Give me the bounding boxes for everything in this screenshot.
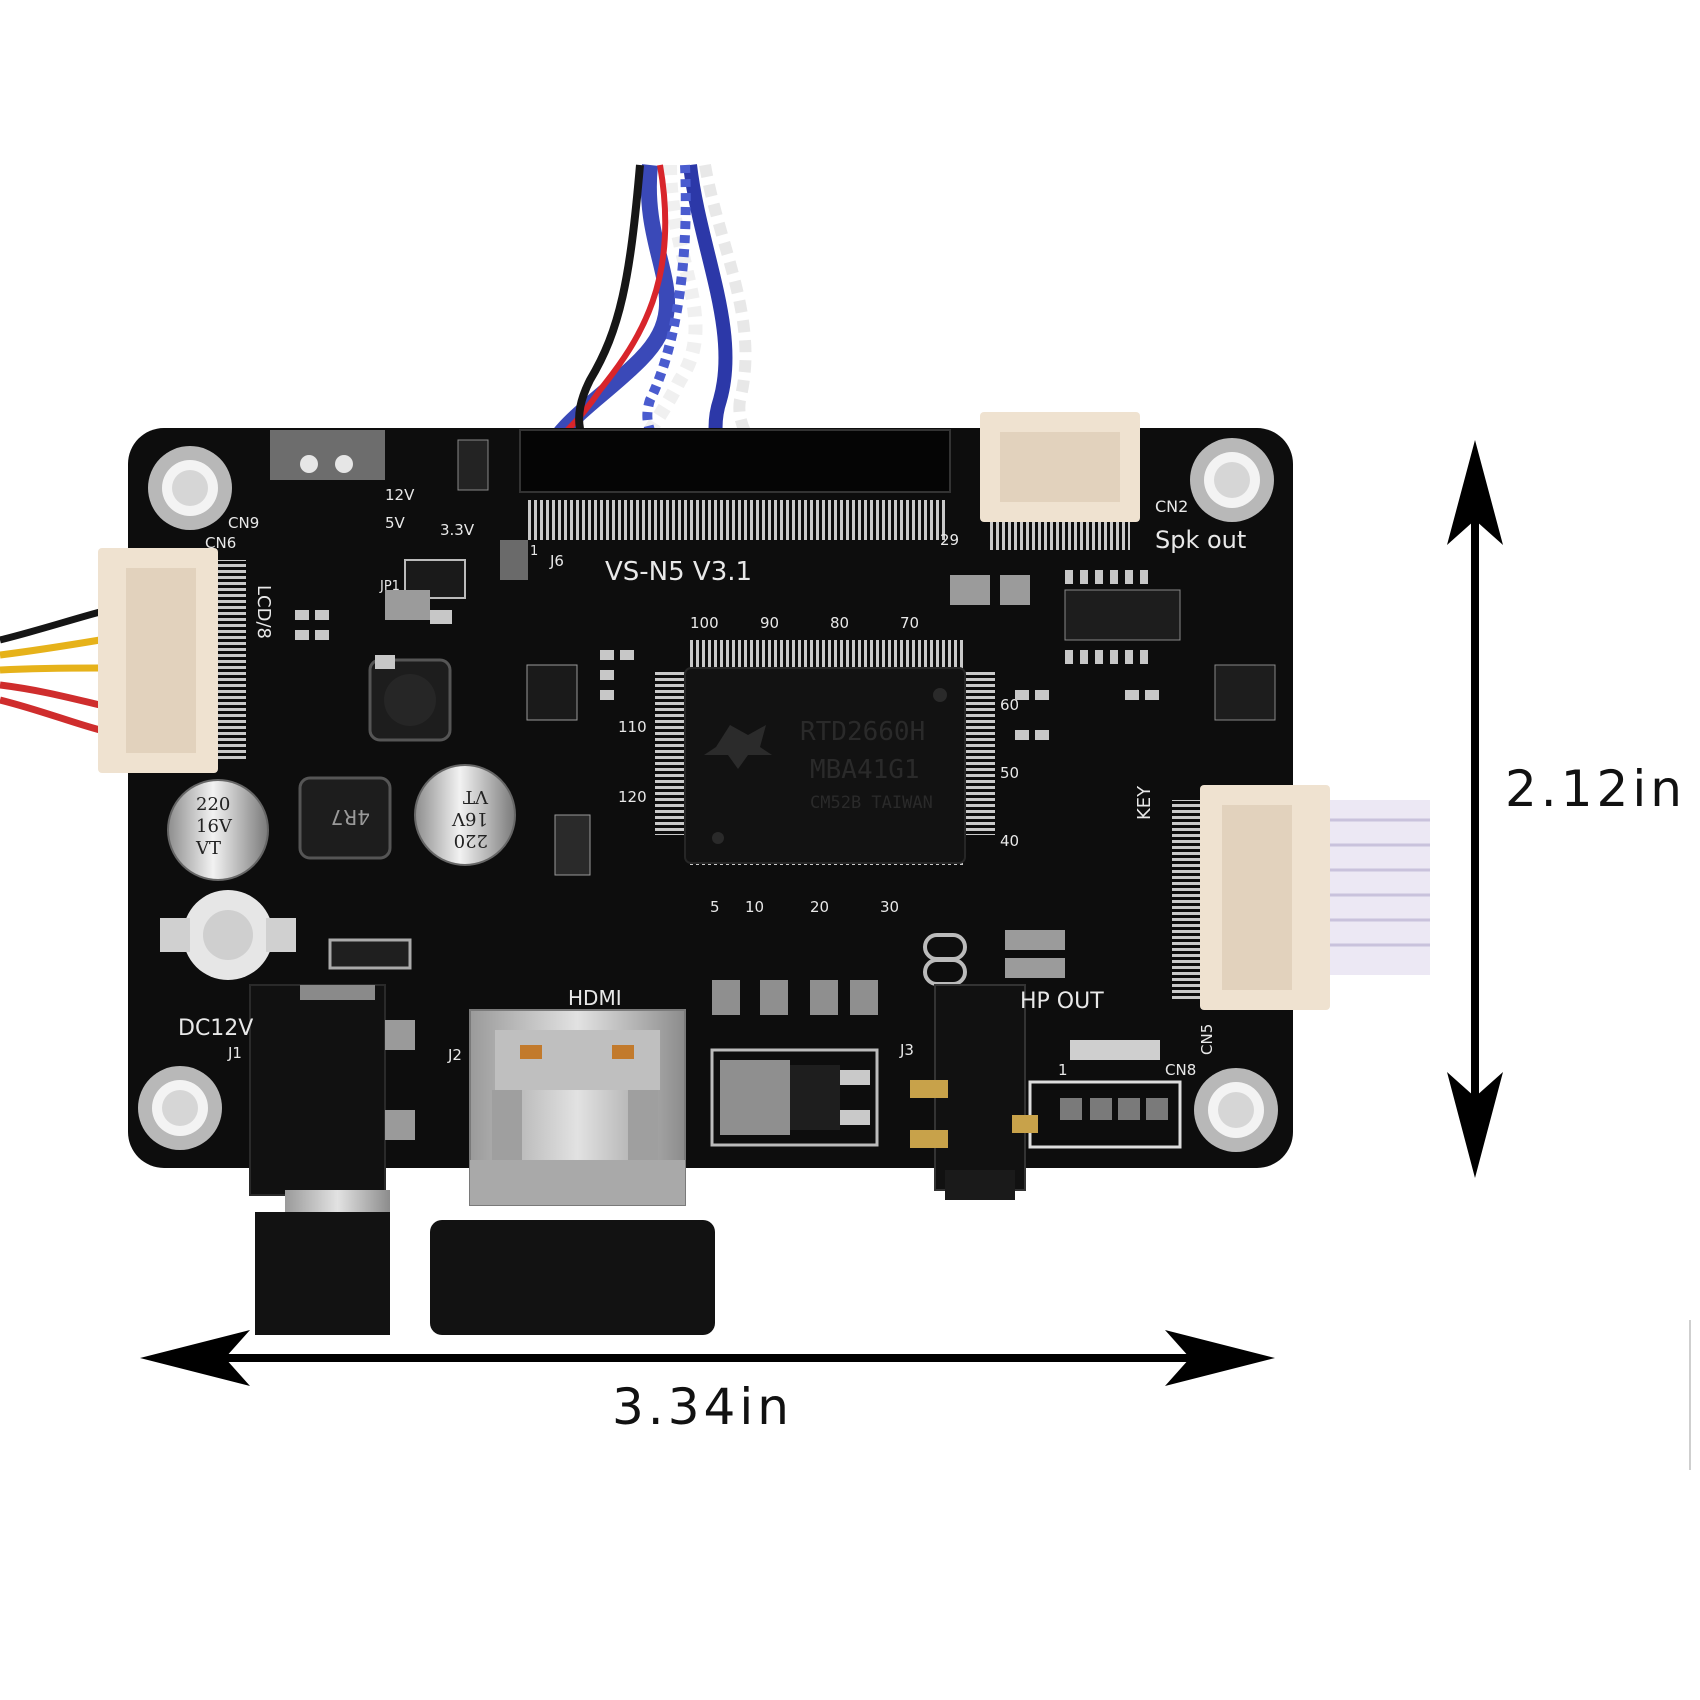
silk-cn9: CN9 — [228, 514, 259, 532]
height-dimension-arrow — [1447, 440, 1503, 1178]
cap-right-l1: 220 — [454, 830, 488, 851]
pin-number: 50 — [1000, 764, 1019, 782]
cap-right-l2: 16V — [451, 808, 488, 829]
silk-jp1: JP1 — [379, 579, 400, 594]
chip-logo-icon — [704, 725, 772, 769]
capacitor-icon: 220 16V VT 220 16V VT — [167, 764, 516, 881]
silk-cn2: CN2 — [1155, 497, 1188, 516]
silk-cn6: CN6 — [205, 534, 236, 552]
chip-line-1: RTD2660H — [800, 717, 925, 747]
silk-one: 1 — [1058, 1061, 1068, 1079]
silk-hp-out: HP OUT — [1020, 989, 1104, 1014]
pin-number: 110 — [618, 718, 647, 736]
trimmer-icon — [160, 890, 296, 980]
silk-j2: J2 — [447, 1046, 462, 1064]
silk-j1: J1 — [227, 1044, 242, 1062]
width-dimension-arrow — [140, 1330, 1275, 1386]
pin-number: 100 — [690, 614, 719, 632]
smd-components — [270, 430, 1276, 1060]
silk-j3: J3 — [899, 1041, 914, 1059]
silk-hdmi: HDMI — [568, 986, 622, 1010]
pin-number: 60 — [1000, 696, 1019, 714]
pin-number: 70 — [900, 614, 919, 632]
lcd-backlight-connector — [98, 548, 246, 773]
silk-pin1: 1 — [530, 544, 538, 559]
silk-dc12v: DC12V — [178, 1016, 253, 1041]
voltage-regulator — [710, 1048, 879, 1147]
width-label: 3.34in — [612, 1378, 793, 1436]
speaker-connector — [980, 412, 1140, 550]
cap-left-l3: VT — [195, 838, 221, 859]
pin-number: 80 — [830, 614, 849, 632]
cap-left-l1: 220 — [196, 794, 230, 815]
headphone-jack — [910, 984, 1038, 1200]
left-wire-bundle — [0, 608, 101, 734]
key-connector — [1172, 785, 1330, 1010]
silk-key: KEY — [1134, 785, 1155, 820]
cap-left-l2: 16V — [196, 816, 233, 837]
inductor-icon: 4R7 — [298, 658, 452, 860]
silk-cn5: CN5 — [1198, 1024, 1216, 1055]
pin-number: 10 — [745, 898, 764, 916]
pin-number: 40 — [1000, 832, 1019, 850]
height-label: 2.12in — [1505, 760, 1686, 818]
silk-cn8: CN8 — [1165, 1061, 1196, 1079]
cn8-header — [1028, 1080, 1182, 1149]
silk-5v: 5V — [385, 514, 406, 532]
hdmi-connector — [430, 1009, 715, 1335]
silk-pin29: 29 — [940, 531, 959, 549]
lvds-ribbon-cable — [518, 163, 771, 474]
main-controller-chip: RTD2660H MBA41G1 CM52B TAIWAN — [655, 640, 995, 865]
chip-line-3: CM52B TAIWAN — [810, 793, 933, 813]
silk-j6: J6 — [549, 552, 564, 570]
dc-power-jack — [249, 984, 415, 1335]
pin-number: 90 — [760, 614, 779, 632]
silk-12v: 12V — [385, 486, 415, 504]
silk-spk-out: Spk out — [1155, 526, 1246, 554]
pin-number: 120 — [618, 788, 647, 806]
silk-lcd: LCD/8 — [253, 585, 274, 639]
mounting-hole-icon — [138, 438, 1278, 1152]
pin-number: 30 — [880, 898, 899, 916]
pin-number: 5 — [710, 898, 720, 916]
inductor-label: 4R7 — [331, 805, 370, 829]
chip-line-2: MBA41G1 — [810, 755, 920, 785]
silk-model: VS-N5 V3.1 — [605, 557, 752, 587]
j6-header — [519, 429, 951, 540]
silk-3v3: 3.3V — [440, 521, 475, 539]
pin-number: 20 — [810, 898, 829, 916]
cap-right-l3: VT — [463, 786, 489, 807]
